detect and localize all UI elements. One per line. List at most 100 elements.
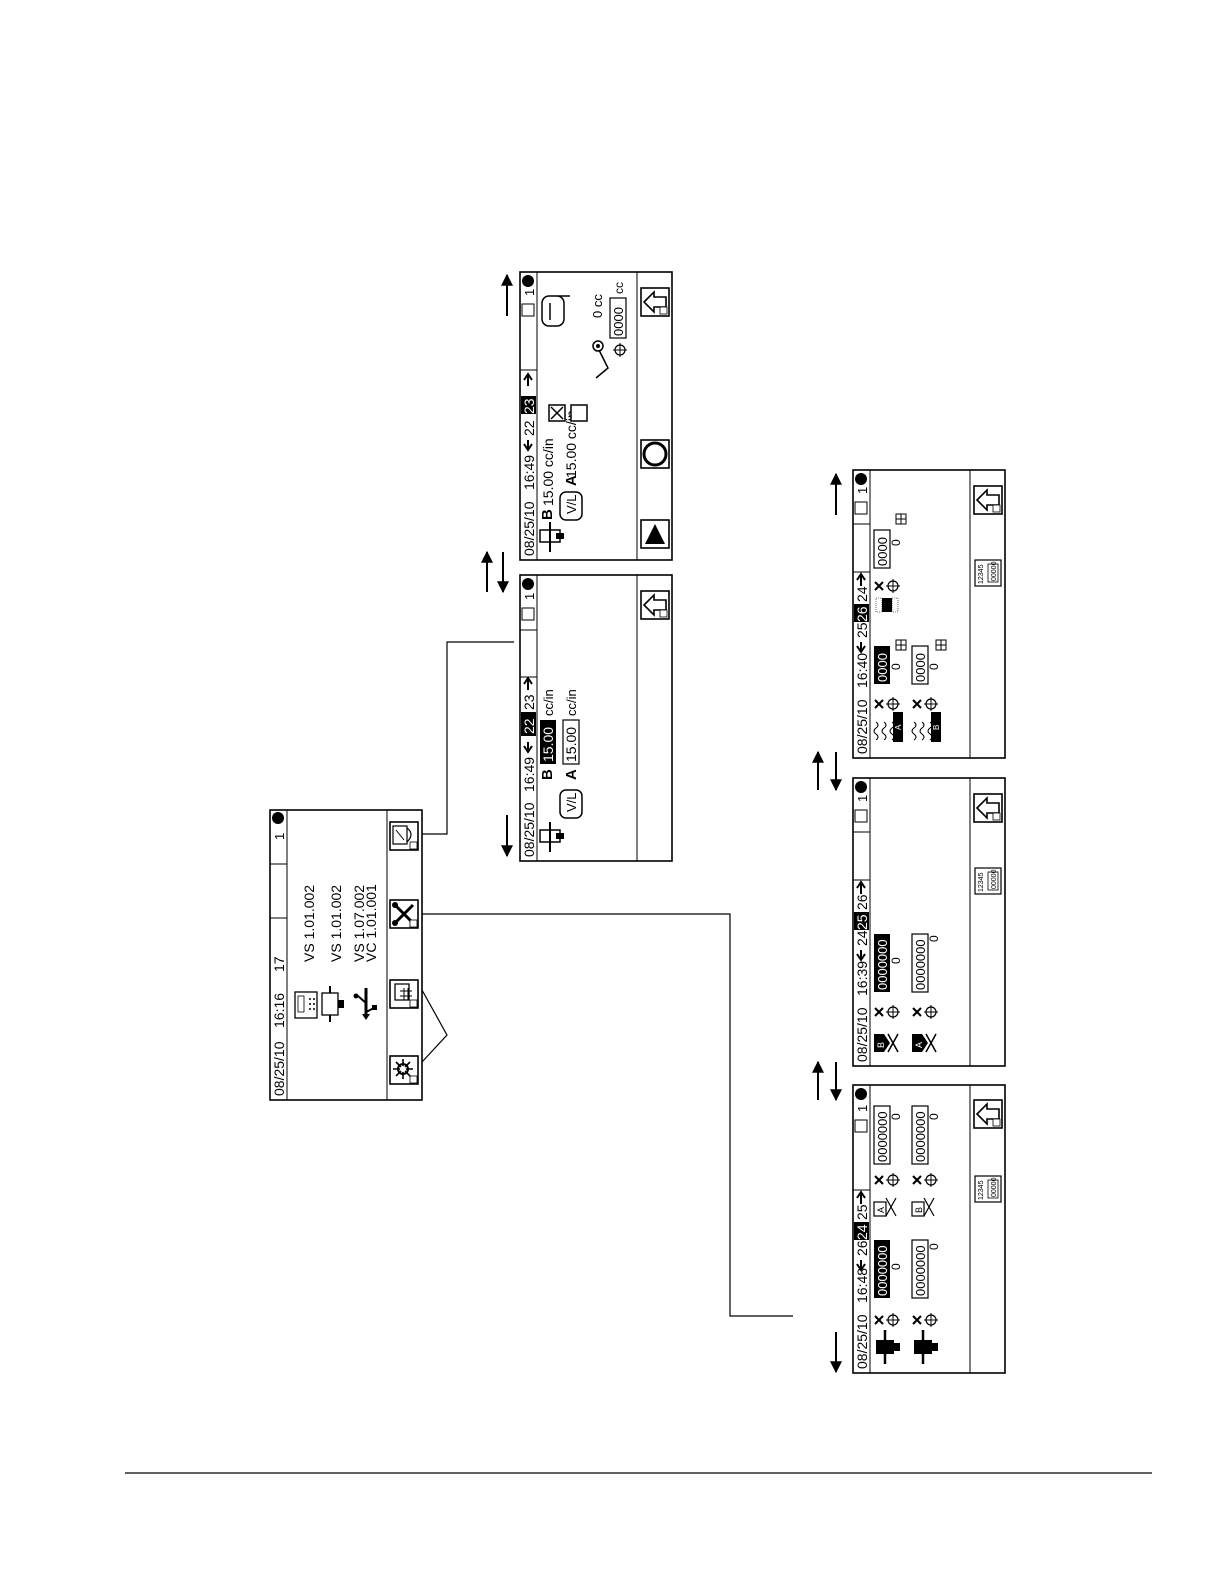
checked-checkbox[interactable] xyxy=(548,404,566,422)
s24-counter-4-field[interactable] xyxy=(911,1105,929,1165)
s25-current-page-badge xyxy=(854,912,869,930)
page-up-arrow-icon[interactable] xyxy=(523,676,533,690)
tools-button[interactable] xyxy=(389,899,419,929)
s22-b-value: 15.00 xyxy=(540,727,556,762)
page-down-arrow-icon[interactable] xyxy=(523,742,533,754)
s26-counter-2-field[interactable] xyxy=(911,645,929,685)
s26-zero-3: 0 xyxy=(889,539,903,546)
s23-volume-field[interactable] xyxy=(609,297,627,339)
s25-reset-button[interactable]: 12345 00000 xyxy=(974,867,1002,895)
screen-24: 08/25/10 16:48 26 24 25 1 xyxy=(852,1084,1006,1374)
page-down-arrow-icon[interactable] xyxy=(523,440,533,452)
screen-23-status-bar: 08/25/10 16:49 22 23 1 xyxy=(520,275,537,556)
status-dot-icon xyxy=(855,473,867,485)
screen-22-status-bar: 08/25/10 16:49 22 23 1 xyxy=(520,578,537,857)
s23-volume-text: 0 cc xyxy=(590,294,605,318)
s24-softkeys: 12345 00000 xyxy=(973,1099,1003,1203)
s26-prev-page: 25 xyxy=(854,622,870,638)
s23-prev-page: 22 xyxy=(521,420,537,436)
valve-b-outline-icon: B xyxy=(911,1197,935,1217)
status-dot-icon xyxy=(522,578,534,590)
s25-prev-page: 24 xyxy=(854,930,870,946)
home-content: VS 1.01.002 VS 1.01.002 VS 1.07.002 VC 1… xyxy=(294,884,379,1022)
s25-counter-1-field[interactable] xyxy=(874,934,890,992)
s22-b-unit: cc/in xyxy=(541,689,556,716)
page-up-arrow-icon[interactable] xyxy=(856,572,866,586)
s24-zero-3: 0 xyxy=(889,1113,903,1120)
s24-lock-icon xyxy=(854,1119,868,1133)
s25-counter-2-field[interactable] xyxy=(911,933,929,993)
status-dot-icon xyxy=(855,1088,867,1100)
s26-date: 08/25/10 xyxy=(854,699,870,754)
s24-reset-button[interactable]: 12345 00000 xyxy=(974,1175,1002,1203)
s26-next-page: 24 xyxy=(854,586,870,602)
s26-reset-value: 00000 xyxy=(991,561,998,581)
s26-softkeys: 12345 00000 xyxy=(973,485,1003,587)
calibration-icon xyxy=(392,825,412,845)
s25-status-num: 1 xyxy=(855,795,870,802)
s26-current-page: 26 xyxy=(854,606,870,622)
s22-home-button[interactable] xyxy=(640,590,670,620)
ac-module-icon xyxy=(321,986,344,1022)
page-up-arrow-icon[interactable] xyxy=(856,1190,866,1204)
s26-counter-1: 0000 xyxy=(875,653,890,682)
settings-gear-button[interactable] xyxy=(389,1055,419,1085)
dispense-valve-icon xyxy=(394,983,410,1001)
tools-icon xyxy=(874,1175,922,1325)
s26-time: 16:40 xyxy=(854,653,870,688)
dispense-valve-button[interactable] xyxy=(389,979,419,1009)
calibration-button[interactable] xyxy=(389,821,419,851)
s26-counter-3-field[interactable] xyxy=(873,529,891,569)
s22-a-unit: cc/in xyxy=(564,689,579,716)
s26-content: A B 0000 0 0000 xyxy=(873,513,947,742)
s25-valve-b: B xyxy=(876,1042,886,1048)
svg-text:V/L: V/L xyxy=(564,494,579,514)
s24-counter-3-field[interactable] xyxy=(873,1105,891,1165)
gun-b-icon xyxy=(914,1330,938,1364)
s22-current-page-badge xyxy=(521,712,536,736)
s25-date: 08/25/10 xyxy=(854,1007,870,1062)
home-screen: 08/25/10 16:16 17 1 VS 1.01.002 VS 1.01 xyxy=(269,809,423,1101)
s23-stop-button[interactable] xyxy=(640,439,670,469)
s25-home-button[interactable] xyxy=(973,793,1003,823)
page-up-arrow-icon[interactable] xyxy=(523,372,533,386)
s23-home-button[interactable] xyxy=(640,287,670,317)
status-dot-icon xyxy=(855,781,867,793)
s24-valve-b: B xyxy=(914,1207,924,1213)
display-module-icon xyxy=(294,991,318,1019)
triangle-up-icon xyxy=(645,524,665,544)
version-ac-module: VS 1.01.002 xyxy=(328,885,344,962)
s24-home-button[interactable] xyxy=(973,1099,1003,1129)
navigation-arrows xyxy=(481,273,842,1374)
unchecked-checkbox[interactable] xyxy=(570,404,588,422)
s24-counter-2-field[interactable] xyxy=(911,1239,929,1299)
s25-counter-2: 0000000 xyxy=(913,939,928,990)
s26-counter-1-field[interactable] xyxy=(874,646,890,684)
s24-zero-4: 0 xyxy=(927,1113,941,1120)
page-down-arrow-icon[interactable] xyxy=(856,950,866,962)
home-status-number: 1 xyxy=(272,833,287,840)
s22-date: 08/25/10 xyxy=(521,802,537,857)
s24-counter-1-field[interactable] xyxy=(874,1240,890,1298)
s26-label-b: B xyxy=(932,725,941,730)
s26-home-button[interactable] xyxy=(973,485,1003,515)
page-down-arrow-icon[interactable] xyxy=(856,1260,866,1272)
s22-current-page: 22 xyxy=(521,718,537,734)
connector-calibration-to-screen-22 xyxy=(422,641,514,835)
s24-reset-label: 12345 xyxy=(978,1180,985,1200)
s23-time: 16:49 xyxy=(521,455,537,490)
s22-b-value-field[interactable] xyxy=(540,720,556,764)
heater-a-icon: A xyxy=(873,712,903,742)
screen-25-status-bar: 08/25/10 16:39 24 25 26 1 xyxy=(853,781,870,1062)
s24-current-page: 24 xyxy=(854,1224,870,1240)
page-up-arrow-icon[interactable] xyxy=(856,880,866,894)
s24-date: 08/25/10 xyxy=(854,1314,870,1369)
s26-current-page-badge xyxy=(854,604,869,622)
page-down-arrow-icon[interactable] xyxy=(856,642,866,654)
s22-a-value-field[interactable] xyxy=(562,719,580,765)
s22-b-label: B xyxy=(539,769,556,780)
version-display: VS 1.01.002 xyxy=(301,885,317,962)
s26-reset-button[interactable]: 12345 00000 xyxy=(974,559,1002,587)
s23-start-button[interactable] xyxy=(640,519,670,549)
grid-icon xyxy=(895,513,947,651)
